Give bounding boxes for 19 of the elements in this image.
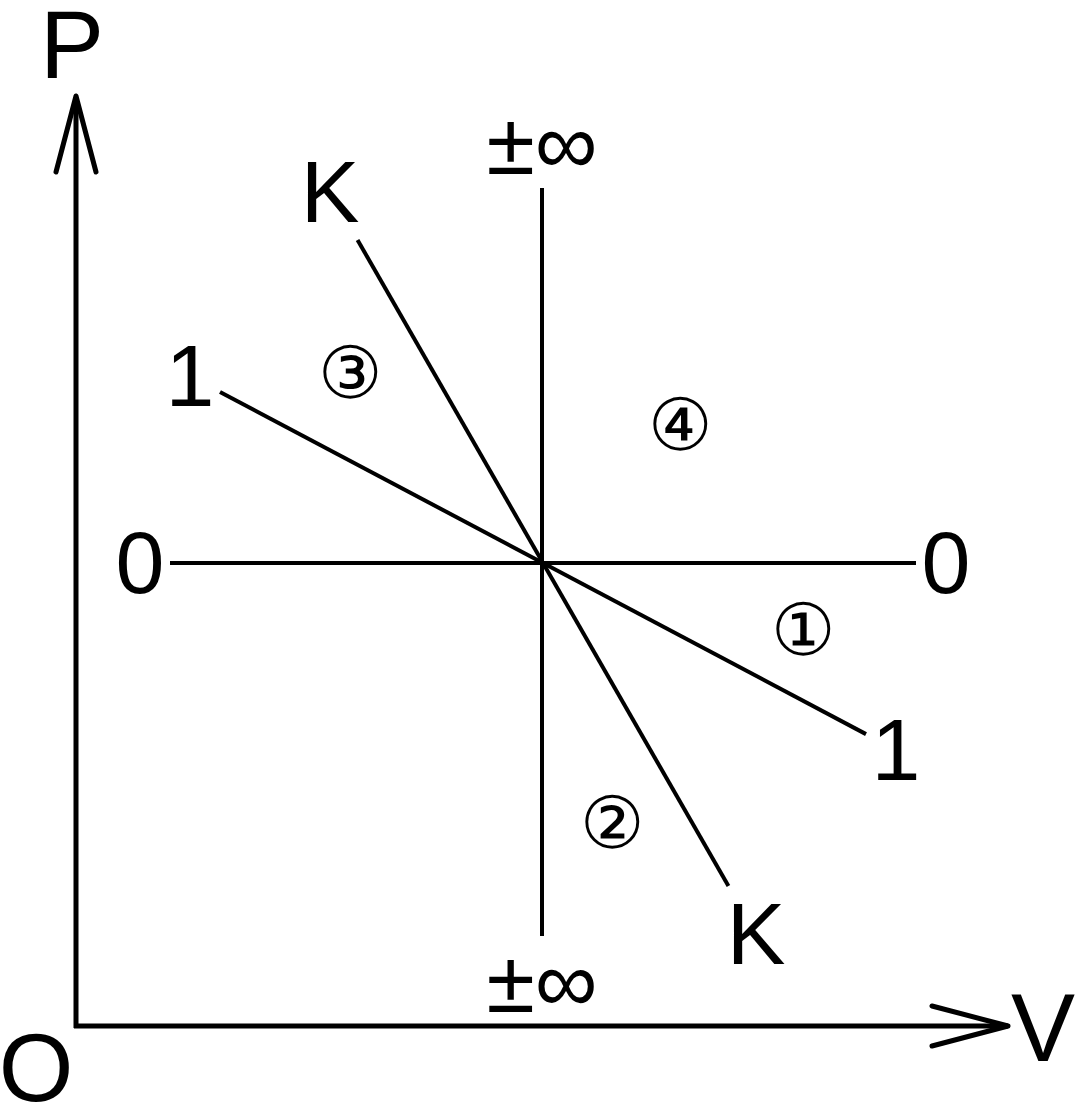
k-label: K [295, 144, 365, 240]
exponent-label: 1 [160, 331, 220, 421]
origin-label: O [0, 1020, 74, 1105]
process-line [170, 561, 916, 565]
exponent-label: 0 [916, 518, 976, 608]
region-number: ③ [317, 337, 383, 409]
process-line [355, 239, 731, 887]
region-number: ④ [647, 389, 713, 461]
region-number: ① [770, 594, 836, 666]
infinity-label: ±∞ [467, 100, 617, 188]
k-label: K [721, 886, 791, 982]
axis-label: V [1011, 980, 1075, 1076]
process-line [219, 390, 867, 736]
axis-label: P [40, 0, 104, 93]
process-line [540, 188, 544, 936]
exponent-label: 0 [110, 518, 170, 608]
exponent-label: 1 [866, 705, 926, 795]
region-number: ② [579, 787, 645, 859]
infinity-label: ±∞ [467, 936, 617, 1028]
